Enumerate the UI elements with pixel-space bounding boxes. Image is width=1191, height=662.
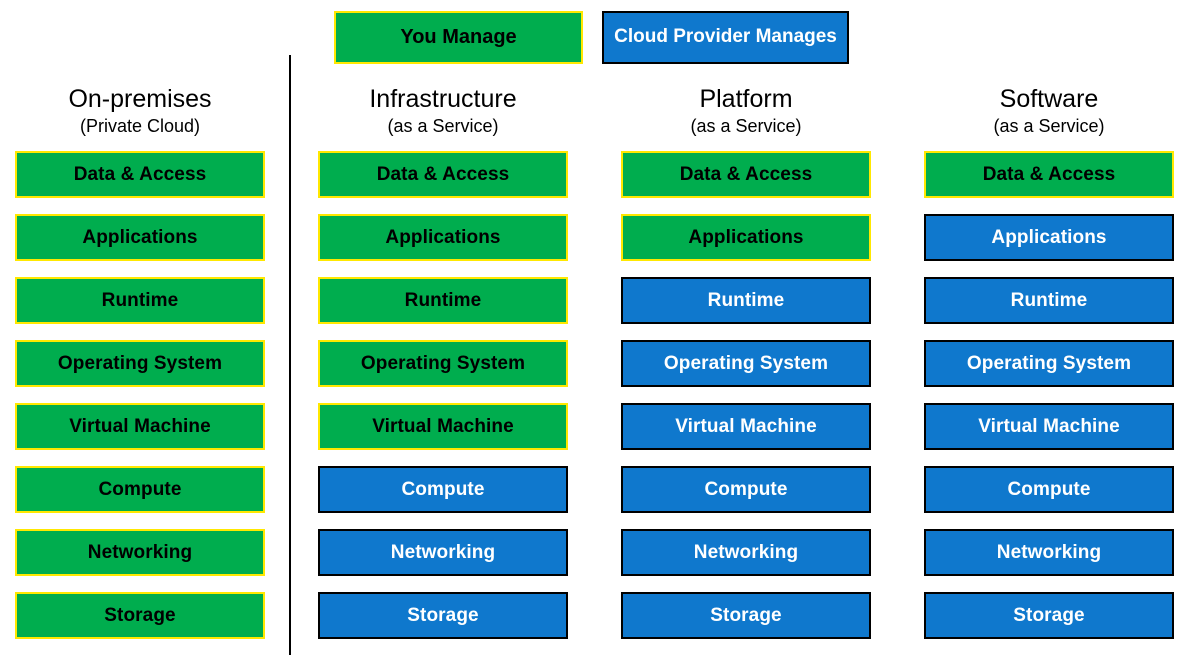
layer-box: Networking (15, 529, 265, 576)
layer-box: Virtual Machine (15, 403, 265, 450)
layer-box: Data & Access (621, 151, 871, 198)
layer-box: Applications (621, 214, 871, 261)
layer-box: Applications (924, 214, 1174, 261)
layer-box: Virtual Machine (621, 403, 871, 450)
service-model-column: Infrastructure (as a Service) Data & Acces… (318, 84, 568, 639)
layer-box: Runtime (318, 277, 568, 324)
column-header: On-premises (Private Cloud) (15, 84, 265, 139)
layer-box: Networking (318, 529, 568, 576)
column-subtitle: (as a Service) (993, 116, 1105, 136)
column-subtitle: (Private Cloud) (79, 116, 201, 136)
legend-cloud-provider-manages: Cloud Provider Manages (602, 11, 849, 64)
layer-box: Operating System (924, 340, 1174, 387)
column-header: Software (as a Service) (924, 84, 1174, 139)
column-title: Infrastructure (369, 85, 517, 113)
layer-box: Runtime (924, 277, 1174, 324)
layer-box: Storage (318, 592, 568, 639)
layer-box: Applications (318, 214, 568, 261)
legend-you-manage: You Manage (334, 11, 583, 64)
column-title: Software (999, 85, 1099, 113)
layer-box: Storage (924, 592, 1174, 639)
onpremises-cloud-divider (289, 55, 291, 655)
layer-box: Data & Access (924, 151, 1174, 198)
layer-box: Operating System (621, 340, 871, 387)
layer-box: Networking (621, 529, 871, 576)
layer-box: Data & Access (318, 151, 568, 198)
layer-box: Operating System (15, 340, 265, 387)
layer-box: Runtime (621, 277, 871, 324)
layer-box: Applications (15, 214, 265, 261)
layer-box: Compute (318, 466, 568, 513)
layer-box: Operating System (318, 340, 568, 387)
legend: You Manage Cloud Provider Manages (0, 11, 1191, 65)
column-subtitle: (as a Service) (387, 116, 499, 136)
column-title: Platform (699, 85, 793, 113)
layer-box: Storage (15, 592, 265, 639)
layer-box: Virtual Machine (318, 403, 568, 450)
layer-box: Virtual Machine (924, 403, 1174, 450)
layer-box: Runtime (15, 277, 265, 324)
column-header: Platform (as a Service) (621, 84, 871, 139)
column-title: On-premises (68, 85, 212, 113)
column-header: Infrastructure (as a Service) (318, 84, 568, 139)
column-subtitle: (as a Service) (690, 116, 802, 136)
layer-box: Networking (924, 529, 1174, 576)
layer-box: Compute (924, 466, 1174, 513)
layer-box: Data & Access (15, 151, 265, 198)
layer-box: Compute (621, 466, 871, 513)
layer-box: Storage (621, 592, 871, 639)
layer-box: Compute (15, 466, 265, 513)
